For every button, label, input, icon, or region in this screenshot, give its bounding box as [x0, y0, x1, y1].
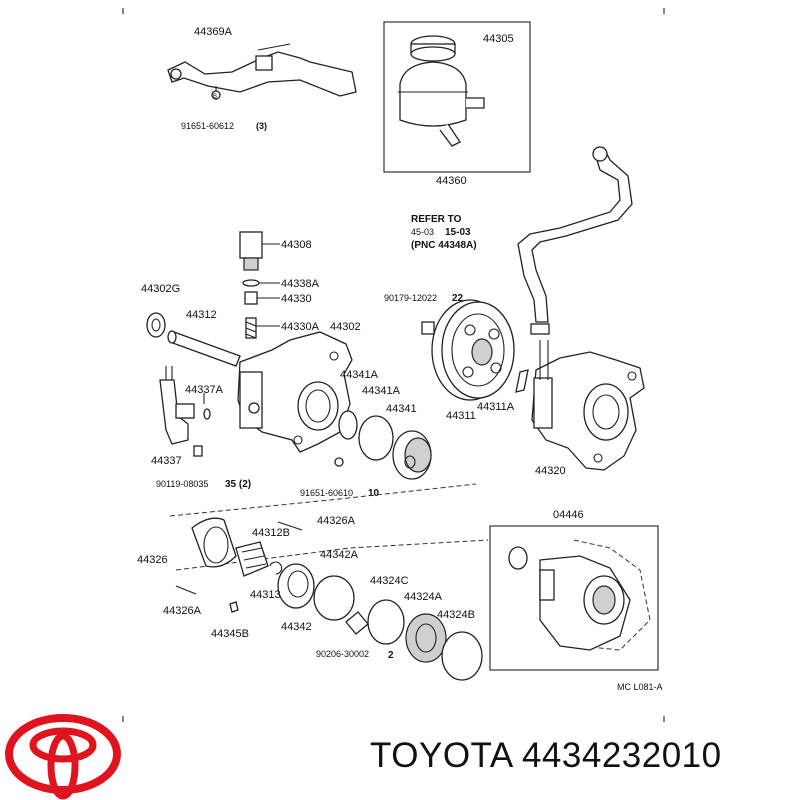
label-44313: 44313 [250, 589, 281, 601]
hose [517, 146, 633, 335]
label-44369a: 44369A [194, 26, 233, 38]
label-44360: 44360 [436, 175, 467, 187]
refer-line-3: (PNC 44348A) [411, 240, 477, 251]
label-44312: 44312 [186, 309, 217, 321]
seal-and-shaft [146, 312, 241, 367]
label-44338a: 44338A [281, 278, 320, 290]
label-44341: 44341 [386, 403, 417, 415]
label-qty-10: 10 [368, 488, 380, 499]
label-44312b: 44312B [252, 527, 290, 539]
label-44324b: 44324B [437, 609, 475, 621]
lower-parts [175, 517, 483, 681]
pressure-switch-44337 [159, 366, 203, 457]
label-90119-08035: 90119-08035 [156, 479, 208, 489]
label-44337: 44337 [151, 455, 182, 467]
brand-part-number: TOYOTA 4434232010 [370, 736, 722, 775]
toyota-logo [5, 714, 121, 800]
label-44308: 44308 [281, 239, 312, 251]
label-44326: 44326 [137, 554, 168, 566]
label-qty-22: 22 [452, 293, 464, 304]
o-rings-and-cam [334, 410, 432, 480]
label-90206-30002: 90206-30002 [316, 649, 369, 659]
label-44320: 44320 [535, 465, 566, 477]
label-44305: 44305 [483, 33, 514, 45]
label-91651-60612: 91651-60612 [181, 121, 234, 131]
label-44330: 44330 [281, 293, 312, 305]
label-qty-35-2: 35 (2) [225, 479, 251, 490]
valve-stack [239, 231, 263, 339]
label-44302g: 44302G [141, 283, 180, 295]
divider-upper [169, 483, 477, 517]
label-44330a: 44330A [281, 321, 320, 333]
refer-line-2b: 15-03 [445, 227, 471, 238]
label-44341a-a: 44341A [340, 369, 379, 381]
label-44342: 44342 [281, 621, 312, 633]
label-44342a: 44342A [320, 549, 359, 561]
label-44326a-top: 44326A [317, 515, 356, 527]
label-qty-2: 2 [388, 650, 394, 661]
label-91651-60610: 91651-60610 [300, 488, 353, 498]
label-90179-12022: 90179-12022 [384, 293, 437, 303]
label-44337a: 44337A [185, 384, 224, 396]
refer-line-1: REFER TO [411, 214, 462, 225]
label-qty-3: (3) [256, 121, 267, 131]
reservoir-box [383, 21, 531, 173]
svg-text:B: B [213, 94, 217, 100]
label-04446: 04446 [553, 509, 584, 521]
label-44345b: 44345B [211, 628, 249, 640]
label-44326a-bot: 44326A [163, 605, 202, 617]
drawing-code: MC L081-A [617, 682, 663, 692]
label-44302: 44302 [330, 321, 361, 333]
pump-body-44302 [237, 331, 353, 453]
label-44341a-b: 44341A [362, 385, 401, 397]
divider-lower [175, 539, 489, 571]
label-44324a: 44324A [404, 591, 443, 603]
pump-assembly-44320 [531, 340, 645, 471]
refer-line-2a: 45-03 [411, 227, 434, 237]
frame-ticks [122, 8, 665, 722]
label-44311a: 44311A [477, 401, 515, 413]
label-44324c: 44324C [370, 575, 409, 587]
pulley-44311 [431, 299, 515, 401]
label-44311: 44311 [446, 410, 476, 422]
kit-box-04446 [489, 525, 659, 671]
bracket-44369a: B [167, 43, 357, 100]
